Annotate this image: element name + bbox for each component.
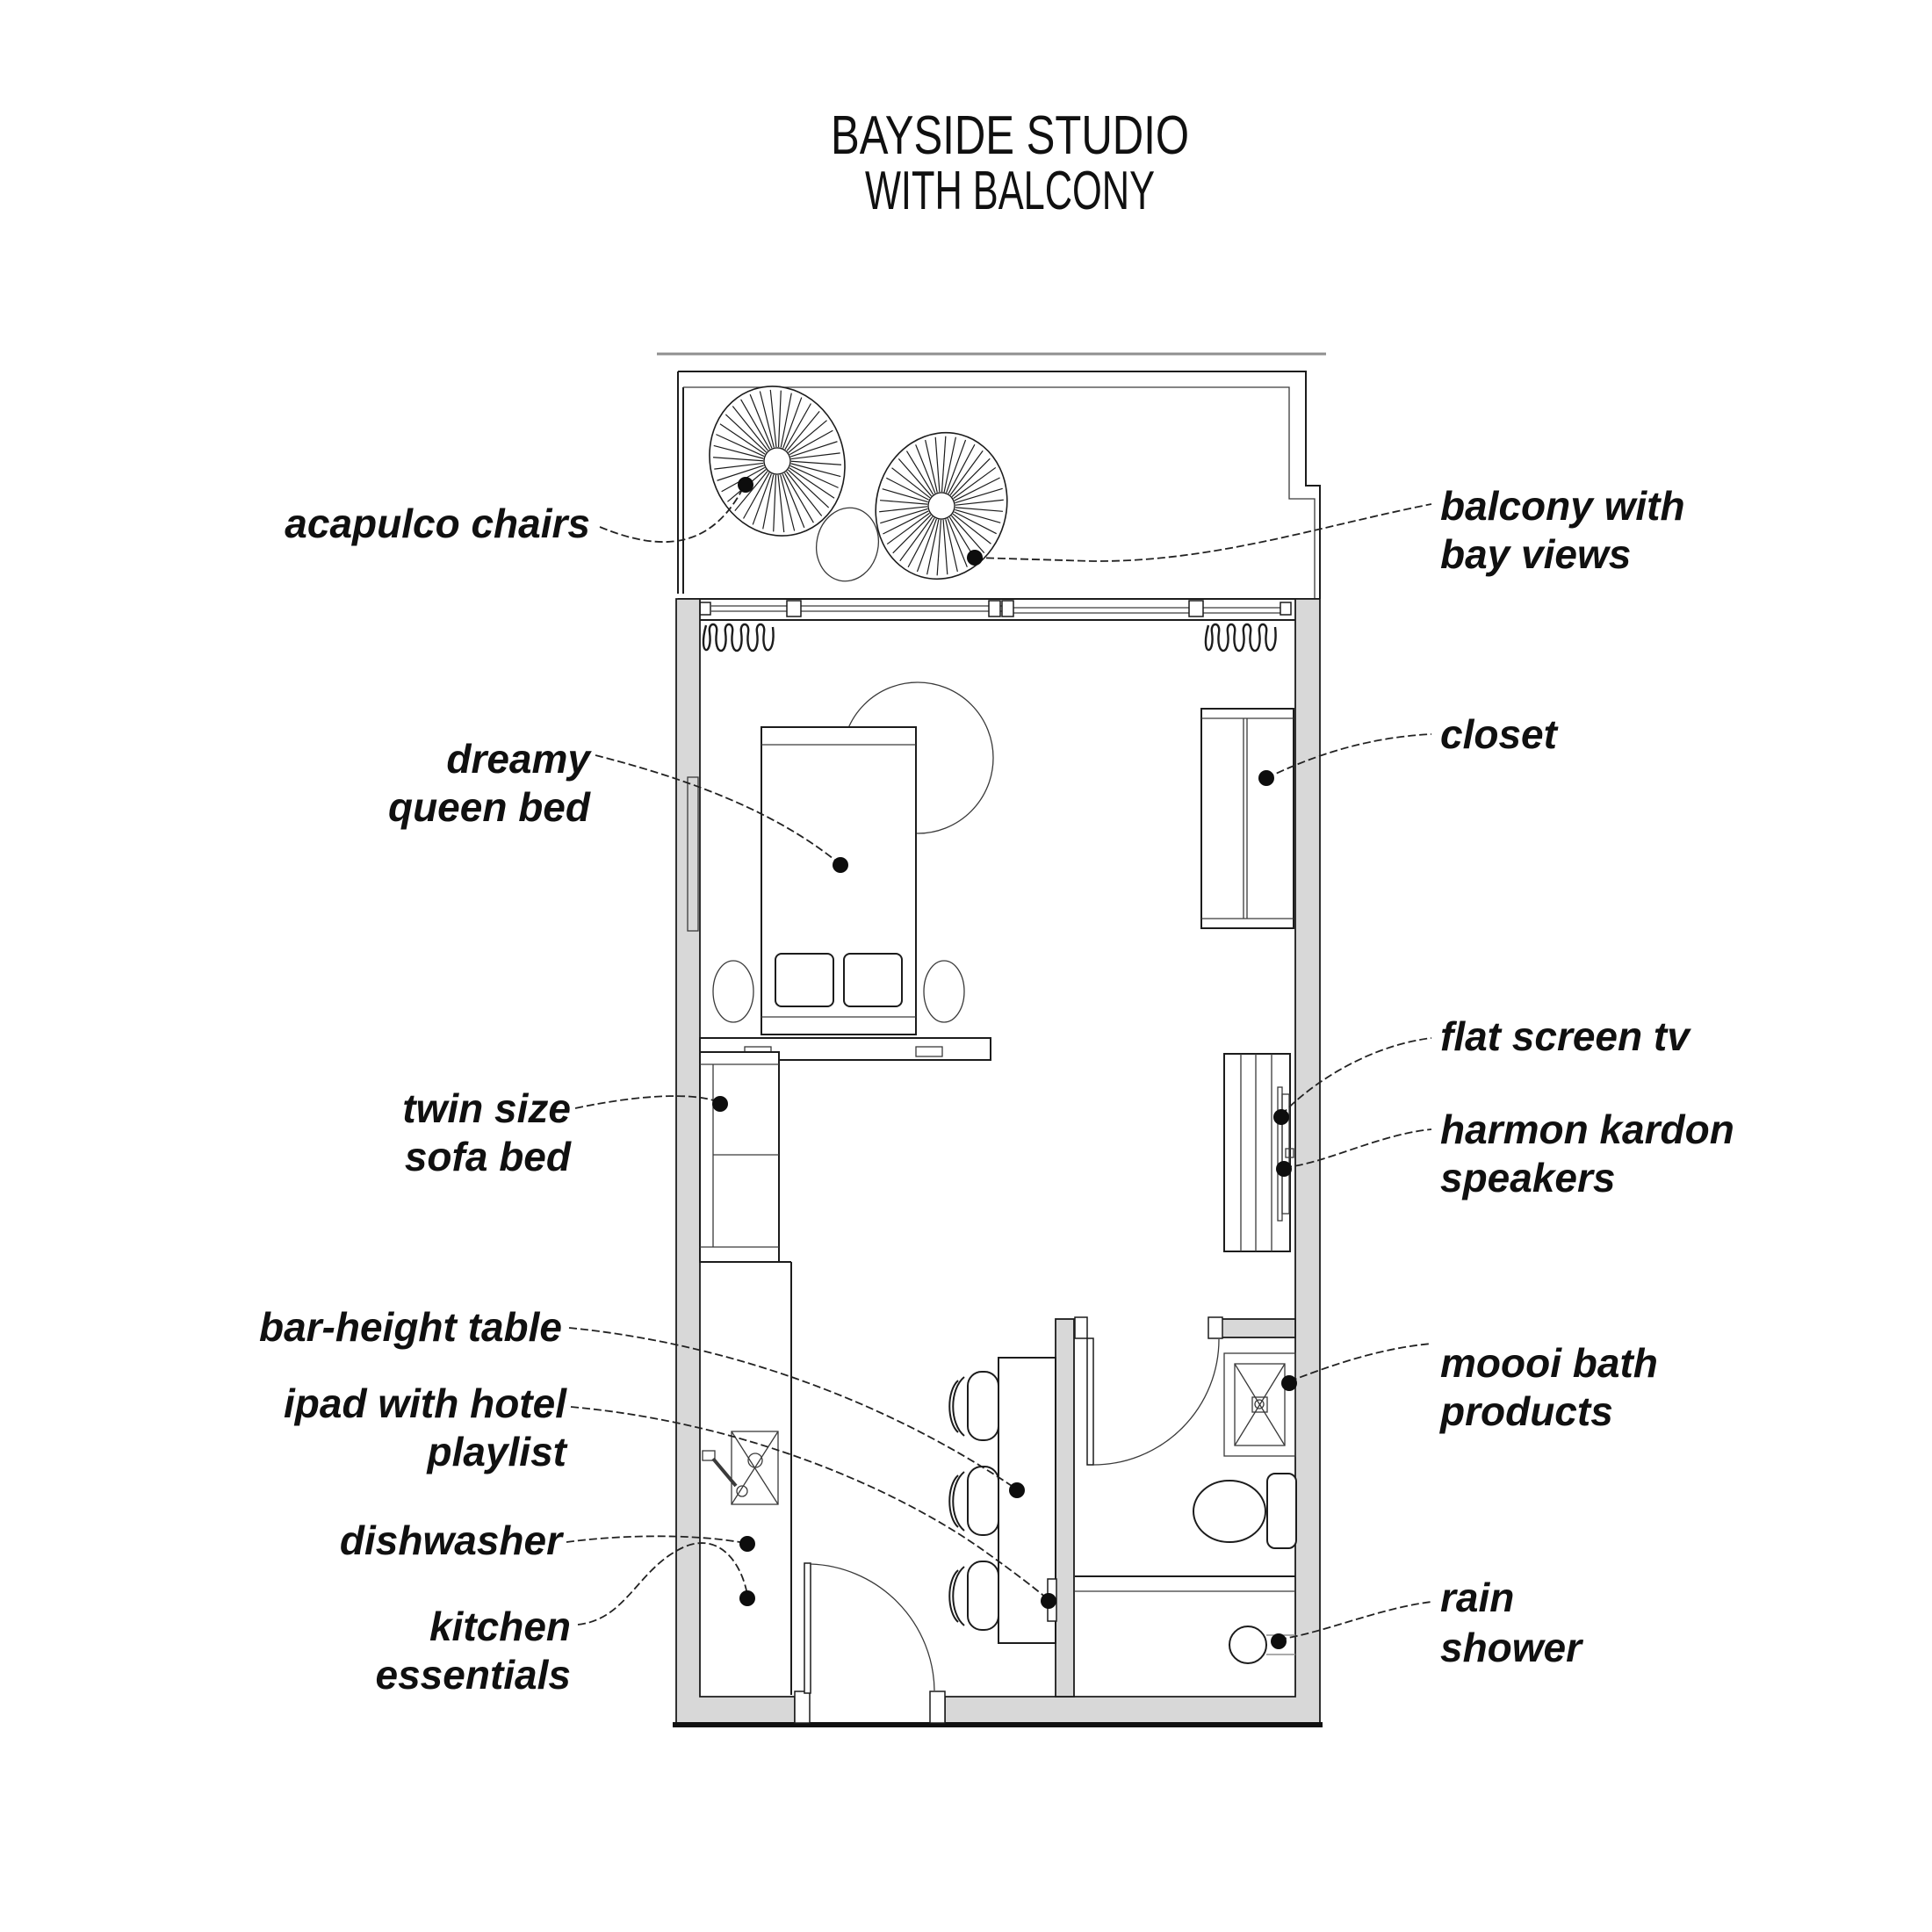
side-table-right — [923, 960, 965, 1023]
bar-stool-3 — [948, 1561, 999, 1631]
curtain-right — [1204, 623, 1277, 652]
label-speakers: speakers — [1440, 1155, 1616, 1200]
dot-kitchen-essentials — [739, 1590, 755, 1606]
bar-stool-2 — [948, 1466, 999, 1536]
sofa-bed — [699, 1051, 780, 1263]
entry-jamb-left — [794, 1690, 811, 1724]
label-acapulco-chairs: acapulco chairs — [285, 501, 590, 546]
dot-rain-shower — [1271, 1633, 1287, 1649]
dot-bar-table — [1009, 1482, 1025, 1498]
drawing-title: BAYSIDE STUDIO WITH BALCONY — [831, 105, 1189, 221]
entry-door — [804, 1562, 935, 1694]
bathroom-door — [1086, 1337, 1220, 1466]
closet — [1200, 708, 1294, 929]
label-sofa-bed: sofa bed — [405, 1134, 572, 1179]
label-twin-size: twin size — [402, 1085, 571, 1131]
label-essentials: essentials — [376, 1652, 571, 1698]
label-balcony-with: balcony with — [1440, 483, 1685, 529]
toilet — [1193, 1473, 1297, 1549]
dot-moooi — [1281, 1375, 1297, 1391]
shower-drain — [1251, 1396, 1268, 1413]
side-table-left — [712, 960, 754, 1023]
shower-screen — [1075, 1575, 1295, 1592]
dot-flat-screen-tv — [1273, 1109, 1289, 1125]
pillow-left — [775, 953, 834, 1007]
acapulco-chair-1 — [709, 386, 846, 537]
title-line-2: WITH BALCONY — [865, 161, 1155, 221]
dot-speakers — [1276, 1161, 1292, 1177]
pillow-right — [843, 953, 903, 1007]
shower — [1223, 1352, 1296, 1457]
label-kitchen: kitchen — [429, 1604, 571, 1649]
bath-jamb-left — [1074, 1316, 1088, 1339]
bathroom-wall-stub — [1220, 1318, 1296, 1338]
kitchen — [700, 1261, 792, 1695]
bath-jamb-right — [1208, 1316, 1223, 1339]
dot-closet — [1258, 770, 1274, 786]
label-shower: shower — [1440, 1625, 1583, 1670]
label-flat-screen-tv: flat screen tv — [1440, 1013, 1691, 1059]
label-bay-views: bay views — [1440, 531, 1631, 577]
label-closet: closet — [1440, 711, 1559, 757]
labels-right: balcony with bay views closet flat scree… — [1438, 483, 1734, 1670]
queen-bed — [761, 726, 917, 1035]
bar-stool-1 — [948, 1371, 999, 1441]
entry-jamb-right — [929, 1690, 946, 1724]
tv-console — [1223, 1053, 1294, 1252]
leader-lines — [566, 487, 1432, 1640]
kitchen-sink — [702, 1431, 779, 1505]
balcony-side-table — [816, 507, 879, 582]
speaker-bar — [1281, 1093, 1290, 1215]
label-rain: rain — [1440, 1575, 1514, 1620]
wall-mirror — [687, 776, 699, 932]
bar-height-table — [948, 1357, 1057, 1644]
leader-dots — [712, 477, 1297, 1649]
acapulco-chair-2 — [875, 431, 1008, 580]
labels-left: acapulco chairs dreamy queen bed twin si… — [259, 501, 592, 1698]
label-dreamy: dreamy — [446, 736, 592, 782]
label-bar-height-table: bar-height table — [259, 1304, 562, 1350]
dot-acapulco-chairs — [738, 477, 753, 493]
label-queen-bed: queen bed — [388, 784, 591, 830]
window-wall — [676, 598, 1320, 621]
label-moooi-bath: moooi bath — [1440, 1340, 1658, 1386]
label-products: products — [1438, 1388, 1613, 1434]
balcony — [657, 352, 1326, 599]
dot-dishwasher — [739, 1536, 755, 1552]
label-playlist: playlist — [425, 1429, 567, 1474]
bathroom — [1075, 1337, 1297, 1664]
label-ipad-with-hotel: ipad with hotel — [284, 1381, 567, 1426]
dot-ipad — [1041, 1593, 1056, 1609]
curtain-left — [702, 623, 775, 652]
title-line-1: BAYSIDE STUDIO — [831, 105, 1189, 166]
dot-balcony — [967, 550, 983, 566]
label-harmon-kardon: harmon kardon — [1440, 1107, 1734, 1152]
dot-queen-bed — [833, 857, 848, 873]
label-dishwasher: dishwasher — [340, 1517, 564, 1563]
faucet — [702, 1450, 716, 1461]
dot-sofa-bed — [712, 1096, 728, 1112]
bathroom-wall — [1055, 1318, 1075, 1698]
